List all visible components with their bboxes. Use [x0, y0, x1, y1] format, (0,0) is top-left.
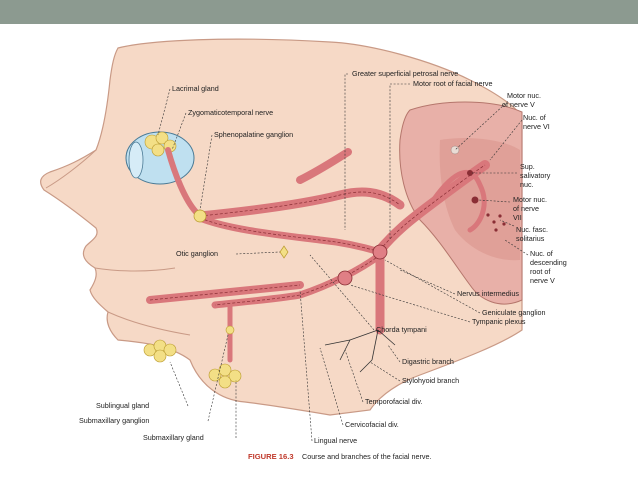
- label-lingual-nerve: Lingual nerve: [314, 436, 357, 445]
- label-submaxillary-ganglion: Submaxillary ganglion: [79, 416, 149, 425]
- petrosal-nerve: [296, 148, 352, 184]
- label-stylohyoid-branch: Stylohyoid branch: [402, 376, 459, 385]
- label-motor-nuc-nerve-vii-3: VII: [513, 213, 522, 222]
- mouth-outline: [94, 267, 176, 272]
- terminal-branches: [324, 329, 396, 373]
- label-nuc-nerve-vi-2: nerve VI: [523, 122, 550, 131]
- label-lacrimal-gland: Lacrimal gland: [172, 84, 219, 93]
- nuc-fasc-solitarius-dots: [486, 213, 506, 232]
- label-temporofacial-div: Temporofacial div.: [365, 397, 422, 406]
- tympanic-plexus: [337, 270, 353, 286]
- nucleus-loop: [427, 170, 487, 233]
- label-nuc-descending-root-v-4: nerve V: [530, 276, 555, 285]
- label-sup-salivatory-nuc-1: Sup.: [520, 162, 535, 171]
- sphenopalatine-ganglion: [193, 209, 207, 223]
- figure-number: FIGURE 16.3: [248, 452, 294, 461]
- diagram-canvas: Greater superficial petrosal nerve Motor…: [40, 38, 567, 461]
- leader-lines: [157, 73, 529, 442]
- brainstem-inner: [439, 138, 520, 261]
- label-submaxillary-gland: Submaxillary gland: [143, 433, 204, 442]
- sublingual-gland: [143, 339, 177, 363]
- label-nuc-descending-root-v-3: root of: [530, 267, 550, 276]
- geniculate-ganglion: [372, 244, 388, 260]
- motor-nuc-v-dot: [450, 145, 460, 155]
- nose-outline: [45, 149, 97, 189]
- label-sphenopalatine-ganglion: Sphenopalatine ganglion: [214, 130, 293, 139]
- label-greater-superficial-petrosal-nerve: Greater superficial petrosal nerve: [352, 69, 458, 78]
- motor-nuc-vii-dot: [471, 196, 479, 204]
- label-motor-root-facial-nerve: Motor root of facial nerve: [413, 79, 493, 88]
- label-nuc-nerve-vi-1: Nuc. of: [523, 113, 546, 122]
- label-tympanic-plexus: Tympanic plexus: [472, 317, 526, 326]
- facial-nerve-figure: Greater superficial petrosal nerve Motor…: [0, 24, 638, 479]
- slide-top-bar: [0, 0, 638, 24]
- figure-caption: Course and branches of the facial nerve.: [302, 452, 431, 461]
- label-nuc-fasc-solitarius-2: solitarius: [516, 234, 545, 243]
- label-nuc-descending-root-v-2: descending: [530, 258, 567, 267]
- sup-salivatory-dot: [467, 170, 473, 176]
- label-sup-salivatory-nuc-2: salivatory: [520, 171, 551, 180]
- label-sublingual-gland: Sublingual gland: [96, 401, 149, 410]
- label-motor-nuc-nerve-v-2: of nerve V: [502, 100, 535, 109]
- submaxillary-gland: [208, 363, 242, 389]
- label-chorda-tympani: Chorda tympani: [376, 325, 427, 334]
- label-motor-nuc-nerve-vii-2: of nerve: [513, 204, 539, 213]
- label-nuc-descending-root-v-1: Nuc. of: [530, 249, 553, 258]
- fiber-dash-5: [149, 284, 301, 301]
- label-otic-ganglion: Otic ganglion: [176, 249, 218, 258]
- label-nuc-fasc-solitarius-1: Nuc. fasc.: [516, 225, 548, 234]
- label-motor-nuc-nerve-v-1: Motor nuc.: [507, 91, 541, 100]
- zygomatic-nerve: [165, 147, 199, 215]
- label-geniculate-ganglion: Geniculate ganglion: [482, 308, 546, 317]
- label-cervicofacial-div: Cervicofacial div.: [345, 420, 399, 429]
- fiber-dash-3: [214, 254, 381, 306]
- label-digastric-branch: Digastric branch: [402, 357, 454, 366]
- otic-ganglion: [279, 245, 289, 259]
- fiber-dash-2: [199, 217, 381, 253]
- eye-lens: [128, 141, 144, 179]
- label-motor-nuc-nerve-vii-1: Motor nuc.: [513, 195, 547, 204]
- label-nervus-intermedius: Nervus intermedius: [457, 289, 519, 298]
- submaxillary-ganglion: [225, 325, 235, 335]
- label-zygomaticotemporal-nerve: Zygomaticotemporal nerve: [188, 108, 273, 117]
- fiber-dash-1: [199, 191, 401, 217]
- label-sup-salivatory-nuc-3: nuc.: [520, 180, 534, 189]
- chin-outline: [107, 311, 191, 336]
- lacrimal-gland: [144, 131, 177, 157]
